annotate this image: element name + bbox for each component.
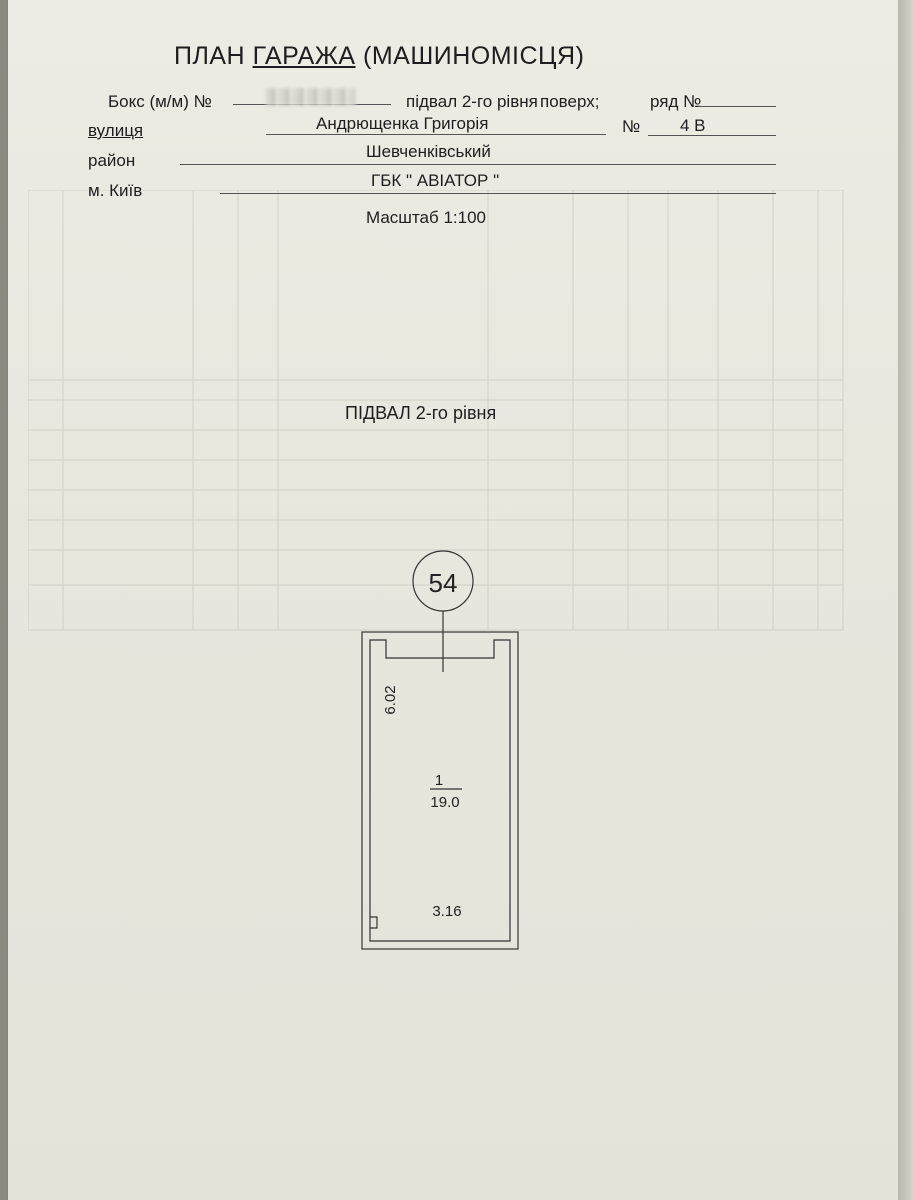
row-underline [698,106,776,107]
width-dimension: 3.16 [432,903,461,920]
street-underline [266,134,606,135]
floor-label: поверх; [540,92,600,111]
row-label: ряд № [650,92,702,111]
title-part-plan: ПЛАН [174,42,253,70]
document-title: ПЛАН ГАРАЖА (МАШИНОМІСЦЯ) [174,42,584,71]
box-number: 54 [429,568,458,598]
outer-wall [361,631,519,950]
room-outline [369,639,511,942]
length-dimension: 6.02 [382,685,399,714]
org-value: ГБК " АВІАТОР " [371,171,500,190]
district-underline [180,164,776,165]
title-part-parking: (МАШИНОМІСЦЯ) [355,42,585,70]
city-label: м. Київ [88,181,143,200]
room-number: 1 [435,772,443,789]
scale-label: Масштаб 1:100 [366,208,486,227]
redacted-box-number [266,88,356,106]
room-area: 19.0 [430,794,459,811]
number-value: 4 В [680,116,706,135]
street-value: Андрющенка Григорія [316,114,489,133]
floor-plan: 6.02 54 1 19.0 3.16 [361,550,519,950]
page-edge [898,0,914,1200]
org-underline [220,193,776,194]
title-part-garage: ГАРАЖА [252,42,356,70]
number-underline [648,135,776,136]
box-label: Бокс (м/м) № [108,92,212,111]
corner-detail [370,916,378,929]
level-title: ПІДВАЛ 2-го рівня [345,403,497,423]
number-label: № [622,117,641,136]
street-label: вулиця [88,121,144,140]
district-label: район [88,151,136,170]
district-value: Шевченківський [366,142,491,161]
level-value: підвал 2-го рівня [406,92,538,111]
document-sheet: ПЛАН ГАРАЖА (МАШИНОМІСЦЯ) Бокс (м/м) № п… [8,0,898,1200]
